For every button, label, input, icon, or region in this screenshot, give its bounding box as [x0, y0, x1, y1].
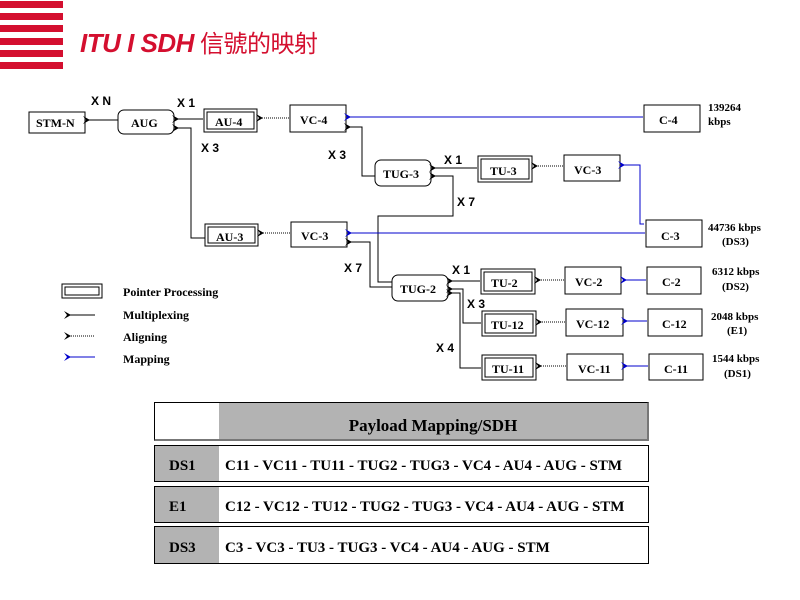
arrow-tug2-vc3 — [345, 238, 392, 288]
mult-stm-xn: X N — [91, 94, 111, 108]
vc12-label: VC-12 — [576, 317, 609, 331]
table-row-key: E1 — [155, 487, 219, 522]
table-header: Payload Mapping/SDH — [154, 402, 649, 441]
legend-label-mapping: Mapping — [123, 352, 170, 366]
tu3-label: TU-3 — [490, 164, 517, 178]
tug3-label: TUG-3 — [383, 167, 419, 181]
mult-tug3-x1: X 1 — [444, 153, 462, 167]
stm-n-label: STM-N — [36, 116, 75, 130]
legend-label-aligning: Aligning — [123, 330, 167, 344]
vc3-label: VC-3 — [301, 229, 328, 243]
tu2-box-inner — [483, 271, 533, 292]
tu2-label: TU-2 — [491, 276, 518, 290]
c3-label: C-3 — [661, 229, 680, 243]
logo-stripe — [0, 25, 63, 32]
aug-label: AUG — [131, 116, 158, 130]
logo-stripe — [0, 38, 63, 45]
vc3-top-label: VC-3 — [574, 163, 601, 177]
arrow-tug2-tug3 — [377, 172, 454, 283]
legend-label-pointer: Pointer Processing — [123, 285, 218, 299]
arrow-tu11-tug2 — [446, 289, 481, 369]
vc11-box — [566, 353, 624, 381]
c12-rate-type: (E1) — [727, 325, 748, 337]
table-row-path-text: C11 - VC11 - TU11 - TUG2 - TUG3 - VC4 - … — [225, 458, 622, 474]
c11-rate-type: (DS1) — [724, 368, 751, 380]
mult-tug2-x3: X 3 — [467, 297, 485, 311]
c11-rate: 1544 kbps — [712, 353, 760, 365]
table-header-title: Payload Mapping/SDH — [219, 403, 647, 439]
c12-box — [647, 308, 703, 337]
mult-tug2-x1: X 1 — [452, 263, 470, 277]
page-title-cjk: 信號的映射 — [199, 30, 318, 58]
au4-box-inner — [206, 111, 255, 130]
logo-stripe — [0, 1, 63, 8]
tu12-box-inner — [484, 313, 534, 334]
vc3-top-box — [563, 154, 621, 182]
c3-rate-type: (DS3) — [722, 236, 749, 248]
table-row-key-text: E1 — [169, 499, 187, 515]
vc2-label: VC-2 — [575, 275, 602, 289]
c3-box — [645, 219, 703, 248]
table-row: DS1 C11 - VC11 - TU11 - TUG2 - TUG3 - VC… — [154, 445, 649, 482]
sdh-mapping-diagram: STM-N AUG AU-4 VC-4 C-4 139264 kbps X N … — [28, 94, 762, 381]
mult-aug-x3: X 3 — [201, 141, 219, 155]
au3-label: AU-3 — [216, 230, 243, 244]
c11-label: C-11 — [664, 362, 688, 376]
table-row-key-text: DS3 — [169, 540, 196, 556]
legend-pointer-symbol-inner — [64, 286, 100, 296]
logo-stripe — [0, 13, 63, 20]
mult-tug2-x4: X 4 — [436, 341, 454, 355]
vc4-label: VC-4 — [300, 113, 327, 127]
table-row-key-text: DS1 — [169, 458, 196, 474]
legend-label-multiplexing: Multiplexing — [123, 308, 189, 322]
c3-rate: 44736 kbps — [708, 222, 762, 234]
tu12-label: TU-12 — [491, 318, 524, 332]
vc11-label: VC-11 — [578, 362, 611, 376]
c4-box — [643, 104, 701, 133]
tu11-box-inner — [484, 357, 534, 378]
mult-tug3-x7: X 7 — [457, 195, 475, 209]
vc2-box — [564, 266, 622, 295]
c2-label: C-2 — [662, 275, 681, 289]
vc4-box — [289, 104, 347, 133]
arrow-tu12-tug2 — [446, 285, 481, 324]
table-row-key: DS3 — [155, 527, 219, 563]
c4-label: C-4 — [659, 113, 678, 127]
c2-rate: 6312 kbps — [712, 266, 760, 278]
mult-vc4-x3: X 3 — [328, 148, 346, 162]
tu11-label: TU-11 — [492, 362, 524, 376]
c11-box — [648, 353, 704, 381]
logo-stripe — [0, 50, 63, 57]
table-row-path: C3 - VC3 - TU3 - TUG3 - VC4 - AU4 - AUG … — [219, 527, 648, 563]
arrow-c3-vc3-top — [618, 161, 644, 225]
arrow-tug3-vc4 — [344, 123, 375, 177]
au3-box-inner — [207, 226, 256, 244]
c12-rate: 2048 kbps — [711, 311, 759, 323]
c4-rate: 139264 — [708, 102, 742, 114]
c12-label: C-12 — [662, 317, 687, 331]
table-row-path: C11 - VC11 - TU11 - TUG2 - TUG3 - VC4 - … — [219, 446, 648, 481]
table-row-path-text: C12 - VC12 - TU12 - TUG2 - TUG3 - VC4 - … — [225, 499, 625, 515]
c4-rate-unit: kbps — [708, 116, 731, 128]
table-row-path: C12 - VC12 - TU12 - TUG2 - TUG3 - VC4 - … — [219, 487, 648, 522]
page-title-latin: ITU I SDH — [80, 28, 194, 58]
table-row: DS3 C3 - VC3 - TU3 - TUG3 - VC4 - AU4 - … — [154, 526, 649, 564]
c2-box — [646, 266, 702, 295]
table-row: E1 C12 - VC12 - TU12 - TUG2 - TUG3 - VC4… — [154, 486, 649, 523]
table-header-corner — [155, 403, 219, 439]
table-row-path-text: C3 - VC3 - TU3 - TUG3 - VC4 - AU4 - AUG … — [225, 540, 550, 556]
vc3-box — [290, 221, 348, 248]
mult-vc3-x7: X 7 — [344, 261, 362, 275]
au4-label: AU-4 — [215, 115, 242, 129]
tug2-label: TUG-2 — [400, 282, 436, 296]
vc12-box — [565, 308, 624, 337]
arrow-au3-aug — [172, 124, 205, 239]
mult-aug-x1: X 1 — [177, 96, 195, 110]
table-row-key: DS1 — [155, 446, 219, 481]
c2-rate-type: (DS2) — [722, 281, 749, 293]
legend: Pointer Processing Multiplexing Aligning… — [61, 283, 218, 366]
tu3-box-inner — [480, 158, 530, 180]
logo-stripe — [0, 62, 63, 69]
